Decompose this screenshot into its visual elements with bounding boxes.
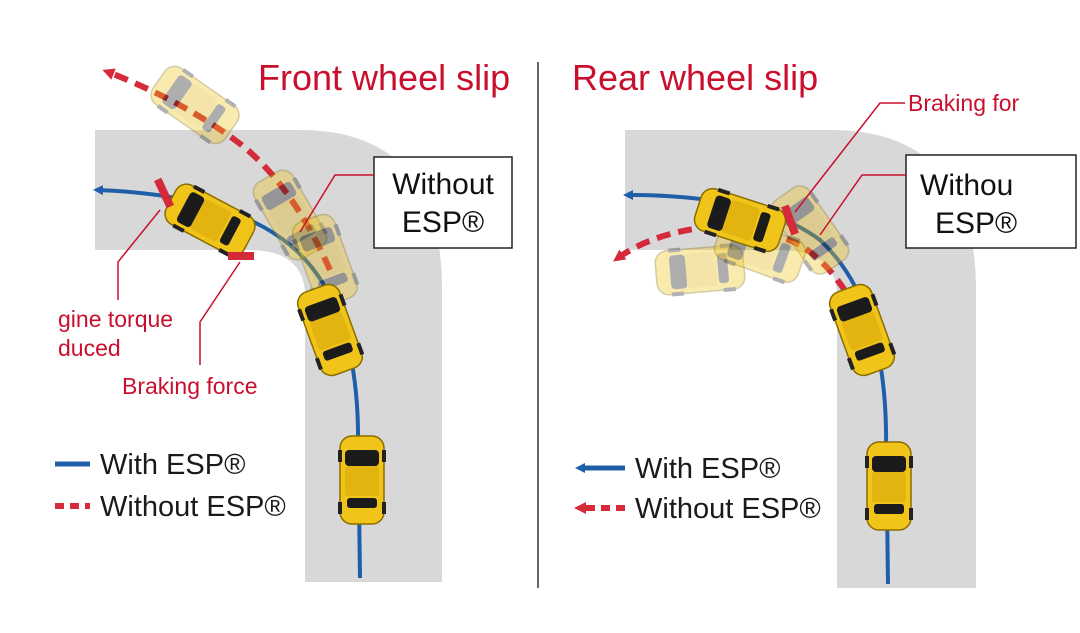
braking-marker (228, 252, 254, 260)
callout-reduced: duced (58, 335, 121, 361)
panel-title: Rear wheel slip (572, 57, 818, 98)
callout-braking-force: Braking force (122, 373, 258, 399)
braking-marker (154, 177, 174, 209)
without-esp-box-line2: ESP® (402, 206, 484, 239)
legend-without-label: Without ESP® (635, 493, 821, 525)
callout-leader (117, 209, 161, 300)
legend-with-label: With ESP® (635, 453, 780, 485)
without-esp-path-right (613, 224, 869, 332)
car-straight-right (864, 441, 914, 531)
callout-leader (299, 174, 374, 233)
car-straight-left (337, 435, 387, 525)
without-esp-box-line1: Withou (920, 169, 1013, 202)
front-slip-panel: Front wheel slip Without ESP® gine torqu… (55, 57, 513, 582)
legend-with-label: With ESP® (100, 449, 245, 481)
without-esp-box (905, 154, 1077, 249)
legend-without-label: Without ESP® (100, 491, 286, 523)
callout-leader (199, 261, 241, 365)
braking-marker (781, 204, 799, 236)
callout-braking-force: Braking for (908, 90, 1020, 116)
panel-title: Front wheel slip (258, 57, 510, 98)
without-esp-box-line1: Without (392, 168, 494, 201)
callout-leader (819, 174, 906, 236)
callout-leader (794, 102, 905, 213)
without-esp-box-line2: ESP® (935, 207, 1017, 240)
rear-slip-panel: Rear wheel slip Withou ESP® Braking for … (572, 57, 1077, 588)
without-esp-box (373, 156, 513, 249)
callout-engine-torque: gine torque (58, 306, 173, 332)
